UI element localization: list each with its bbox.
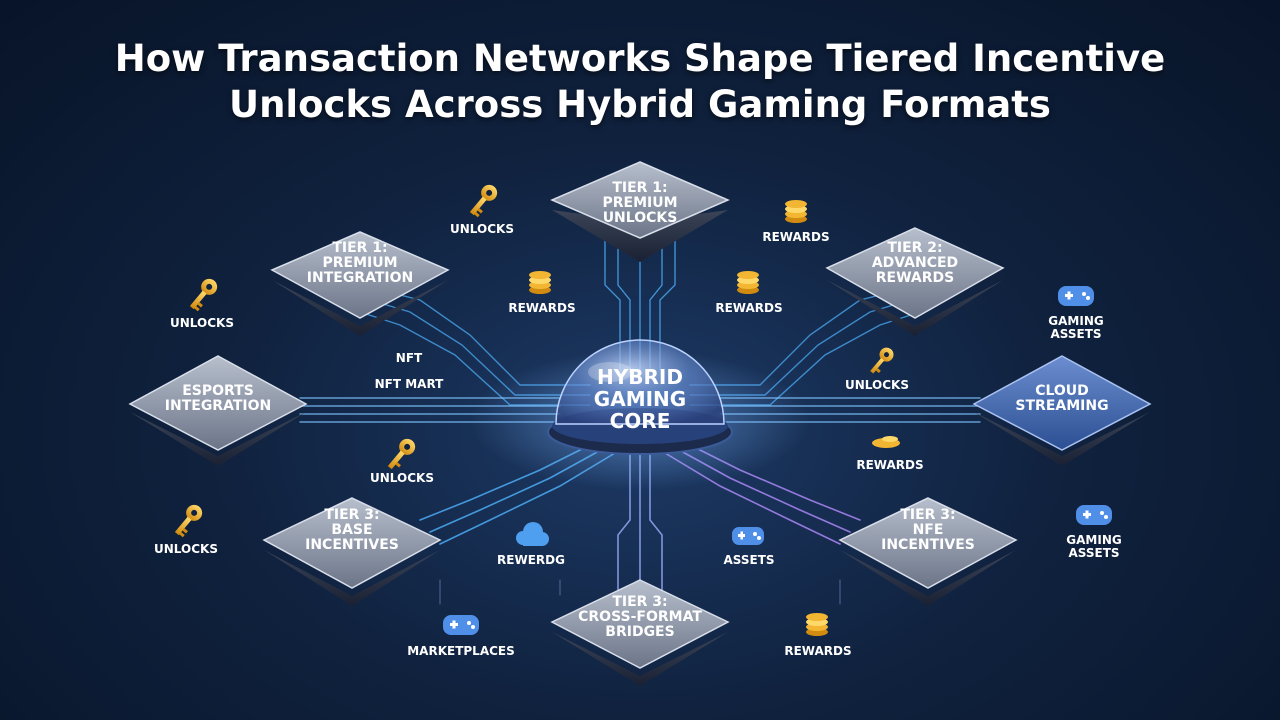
node-cloud-line-1: CLOUD bbox=[1035, 383, 1089, 399]
title-line-1: How Transaction Networks Shape Tiered In… bbox=[114, 37, 1166, 80]
gamepad-icon bbox=[1058, 286, 1094, 306]
label-assets: ASSETS bbox=[723, 553, 774, 567]
core-line-1: HYBRID bbox=[597, 365, 683, 389]
node-top-line-3: UNLOCKS bbox=[603, 210, 678, 226]
node-cloud-line-2: STREAMING bbox=[1015, 398, 1108, 414]
node-tier3-base-incentives: TIER 3: BASE INCENTIVES bbox=[262, 497, 442, 606]
node-esports-integration: ESPORTS INTEGRATION bbox=[128, 355, 308, 466]
node-esports-line-2: INTEGRATION bbox=[165, 398, 271, 414]
label-unlocks: UNLOCKS bbox=[170, 316, 234, 330]
label-unlocks: UNLOCKS bbox=[154, 542, 218, 556]
node-esports-line-1: ESPORTS bbox=[182, 383, 254, 399]
label-unlocks: UNLOCKS bbox=[845, 378, 909, 392]
node-t2-line-2: ADVANCED bbox=[872, 255, 958, 271]
gamepad-icon bbox=[732, 527, 764, 545]
key-icon bbox=[174, 504, 203, 538]
coins-icon bbox=[529, 271, 551, 294]
node-cloud-streaming: CLOUD STREAMING bbox=[972, 355, 1152, 466]
node-bridges-line-3: BRIDGES bbox=[605, 624, 674, 640]
label-rewards: REWARDS bbox=[856, 458, 923, 472]
node-tier2-advanced-rewards: TIER 2: ADVANCED REWARDS bbox=[825, 227, 1005, 336]
node-t3b-line-1: TIER 3: bbox=[324, 507, 379, 523]
hybrid-gaming-core: HYBRID GAMING CORE bbox=[470, 339, 810, 490]
gamepad-icon bbox=[443, 615, 479, 635]
label-rewards: REWARDS bbox=[508, 301, 575, 315]
node-tier1-premium-unlocks: TIER 1: PREMIUM UNLOCKS bbox=[550, 161, 730, 262]
label-gaming-assets-line-1: GAMING bbox=[1048, 314, 1103, 328]
key-icon bbox=[387, 438, 416, 470]
key-icon bbox=[189, 278, 218, 312]
coins-icon bbox=[785, 200, 807, 223]
label-gaming-assets-line-1: GAMING bbox=[1066, 533, 1121, 547]
key-icon bbox=[870, 347, 894, 374]
node-tier3-cross-format-bridges: TIER 3: CROSS-FORMAT BRIDGES bbox=[550, 579, 730, 686]
label-unlocks: UNLOCKS bbox=[450, 222, 514, 236]
label-nft: NFT bbox=[396, 351, 423, 365]
node-t3n-line-1: TIER 3: bbox=[900, 507, 955, 523]
node-bridges-line-1: TIER 3: bbox=[612, 594, 667, 610]
node-t3b-line-2: BASE bbox=[331, 522, 372, 538]
core-line-2: GAMING bbox=[594, 387, 686, 411]
label-rewards: REWARDS bbox=[762, 230, 829, 244]
coins-icon bbox=[806, 613, 828, 636]
label-gaming-assets-line-2: ASSETS bbox=[1068, 546, 1119, 560]
node-t1i-line-2: PREMIUM bbox=[322, 255, 397, 271]
coins-icon bbox=[872, 436, 900, 448]
label-marketplaces: MARKETPLACES bbox=[407, 644, 515, 658]
node-t3b-line-3: INCENTIVES bbox=[305, 537, 399, 553]
node-bridges-line-2: CROSS-FORMAT bbox=[578, 609, 702, 625]
title-line-2: Unlocks Across Hybrid Gaming Formats bbox=[229, 83, 1051, 126]
page-title: How Transaction Networks Shape Tiered In… bbox=[0, 36, 1280, 128]
label-rewerdg: REWERDG bbox=[497, 553, 565, 567]
label-rewards: REWARDS bbox=[784, 644, 851, 658]
node-top-line-2: PREMIUM bbox=[602, 195, 677, 211]
key-icon bbox=[469, 184, 498, 218]
label-rewards: REWARDS bbox=[715, 301, 782, 315]
cloud-icon bbox=[516, 522, 549, 546]
node-top-line-1: TIER 1: bbox=[612, 180, 667, 196]
label-nft-mart: NFT MART bbox=[375, 377, 445, 391]
label-unlocks: UNLOCKS bbox=[370, 471, 434, 485]
node-tier3-nfe-incentives: TIER 3: NFE INCENTIVES bbox=[838, 497, 1018, 606]
label-gaming-assets-line-2: ASSETS bbox=[1050, 327, 1101, 341]
gamepad-icon bbox=[1076, 505, 1112, 525]
core-line-3: CORE bbox=[610, 409, 671, 433]
node-t1i-line-3: INTEGRATION bbox=[307, 270, 413, 286]
node-tier1-premium-integration: TIER 1: PREMIUM INTEGRATION bbox=[270, 231, 450, 336]
node-t2-line-1: TIER 2: bbox=[887, 240, 942, 256]
node-t3n-line-3: INCENTIVES bbox=[881, 537, 975, 553]
node-t1i-line-1: TIER 1: bbox=[332, 240, 387, 256]
node-t2-line-3: REWARDS bbox=[876, 270, 954, 286]
node-t3n-line-2: NFE bbox=[913, 522, 944, 538]
coins-icon bbox=[737, 271, 759, 294]
